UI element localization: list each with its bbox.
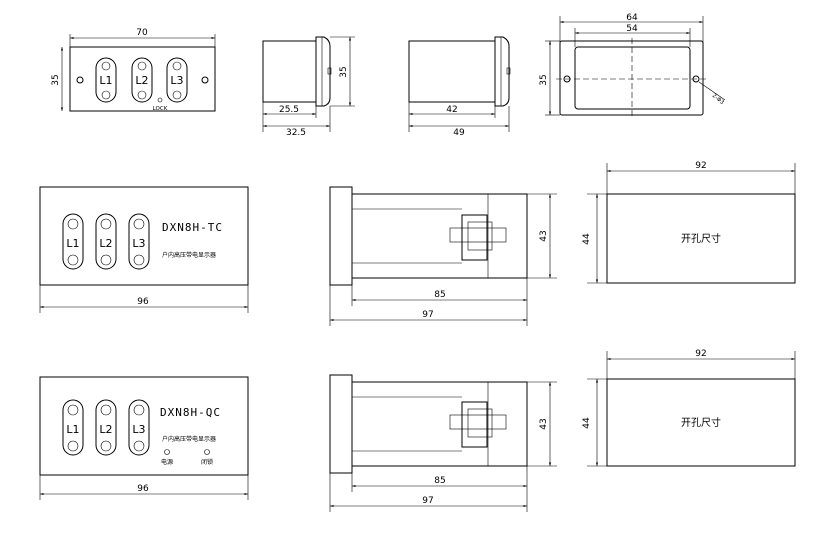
label-l2: L2 (99, 237, 112, 250)
power-led-label: 电源 (161, 458, 173, 466)
front-view-qc: L1 L2 L3 DXN8H-QC 户内高压带电显示器 电源 闭锁 96 (39, 376, 249, 500)
cutout-rect (606, 378, 796, 467)
width-dim: 92 (695, 161, 706, 171)
lock-led (157, 97, 163, 103)
label-l1: L1 (66, 237, 79, 250)
bezel (329, 374, 353, 474)
label-l2: L2 (135, 74, 148, 87)
caption: 户内高压带电显示器 (162, 435, 216, 443)
power-led (164, 449, 170, 455)
indicator-l3: L3 (166, 57, 188, 103)
mount-hole-right (201, 76, 209, 84)
mount-hole-right (692, 75, 700, 83)
indicator-l3: L3 (128, 399, 150, 456)
mount-hole-left (563, 75, 571, 83)
height-dim: 35 (539, 74, 549, 85)
cutout-label: 开孔尺寸 (681, 232, 721, 245)
side-view-qc: 43 85 97 (329, 374, 557, 512)
height-dim: 35 (339, 66, 349, 77)
indicator-l1: L1 (62, 399, 84, 456)
bezel (494, 36, 510, 107)
terminal-block (461, 214, 488, 261)
width-dim: 96 (137, 297, 149, 307)
label-l3: L3 (132, 237, 145, 250)
indicator-l1: L1 (62, 213, 84, 270)
side-view-small-b: 42 49 (408, 36, 511, 138)
depth-front-dim: 25.5 (279, 105, 299, 115)
terminal-block (461, 401, 488, 448)
label-l1: L1 (66, 423, 79, 436)
width-dim: 70 (136, 28, 148, 38)
height-dim: 43 (539, 230, 549, 241)
label-l1: L1 (99, 74, 112, 87)
cutout-rect (606, 193, 796, 284)
lock-led-label: 闭锁 (201, 458, 213, 466)
label-l3: L3 (132, 423, 145, 436)
bezel (329, 186, 353, 286)
side-view-small-a: 35 25.5 32.5 (262, 36, 355, 138)
mount-hole-left (76, 76, 84, 84)
body (351, 381, 528, 467)
indicator-l3: L3 (128, 213, 150, 270)
body (408, 40, 496, 103)
label-l2: L2 (99, 423, 112, 436)
depth-total-dim: 49 (453, 128, 465, 138)
height-dim: 44 (582, 233, 592, 245)
lock-label: LOCK (153, 106, 168, 112)
side-view-tc: 43 85 97 (329, 186, 557, 326)
label-l3: L3 (170, 74, 183, 87)
width-dim: 96 (137, 484, 149, 494)
height-dim: 35 (51, 74, 61, 85)
front-view-tc: L1 L2 L3 DXN8H-TC 户内高压带电显示器 96 (39, 186, 249, 313)
cutout-label: 开孔尺寸 (681, 416, 721, 429)
cutout-view-tc: 92 44 开孔尺寸 (582, 161, 796, 284)
width-dim: 92 (695, 349, 706, 359)
inner-dim: 85 (434, 290, 445, 300)
height-dim: 44 (582, 417, 592, 429)
hole-note: 2-Φ3 (711, 93, 725, 106)
outer-dim: 64 (626, 13, 638, 23)
body (351, 193, 528, 279)
model-name: DXN8H-QC (160, 406, 221, 419)
indicator-l2: L2 (95, 399, 117, 456)
front-panel (69, 46, 216, 112)
model-name: DXN8H-TC (162, 221, 223, 234)
front-panel (39, 376, 249, 476)
inner-dim: 85 (434, 476, 445, 486)
depth-front-dim: 42 (446, 105, 457, 115)
cutout-view-small: 64 54 35 2-Φ3 (539, 13, 726, 118)
lock-led (204, 449, 210, 455)
indicator-l2: L2 (131, 57, 153, 103)
total-dim: 97 (422, 496, 433, 506)
height-dim: 43 (539, 418, 549, 429)
caption: 户内高压带电显示器 (162, 251, 216, 259)
outer-frame (559, 40, 704, 116)
total-dim: 97 (422, 310, 433, 320)
front-panel (39, 186, 249, 286)
depth-total-dim: 32.5 (286, 128, 306, 138)
bezel (315, 36, 331, 107)
indicator-l2: L2 (95, 213, 117, 270)
indicator-l1: L1 (95, 57, 117, 103)
body (262, 40, 317, 103)
cutout-view-qc: 92 44 开孔尺寸 (582, 349, 796, 467)
inner-dim: 54 (626, 24, 638, 34)
front-view-small: 70 35 L1 L2 L3 LOCK (51, 28, 216, 112)
inner-window (574, 46, 691, 110)
